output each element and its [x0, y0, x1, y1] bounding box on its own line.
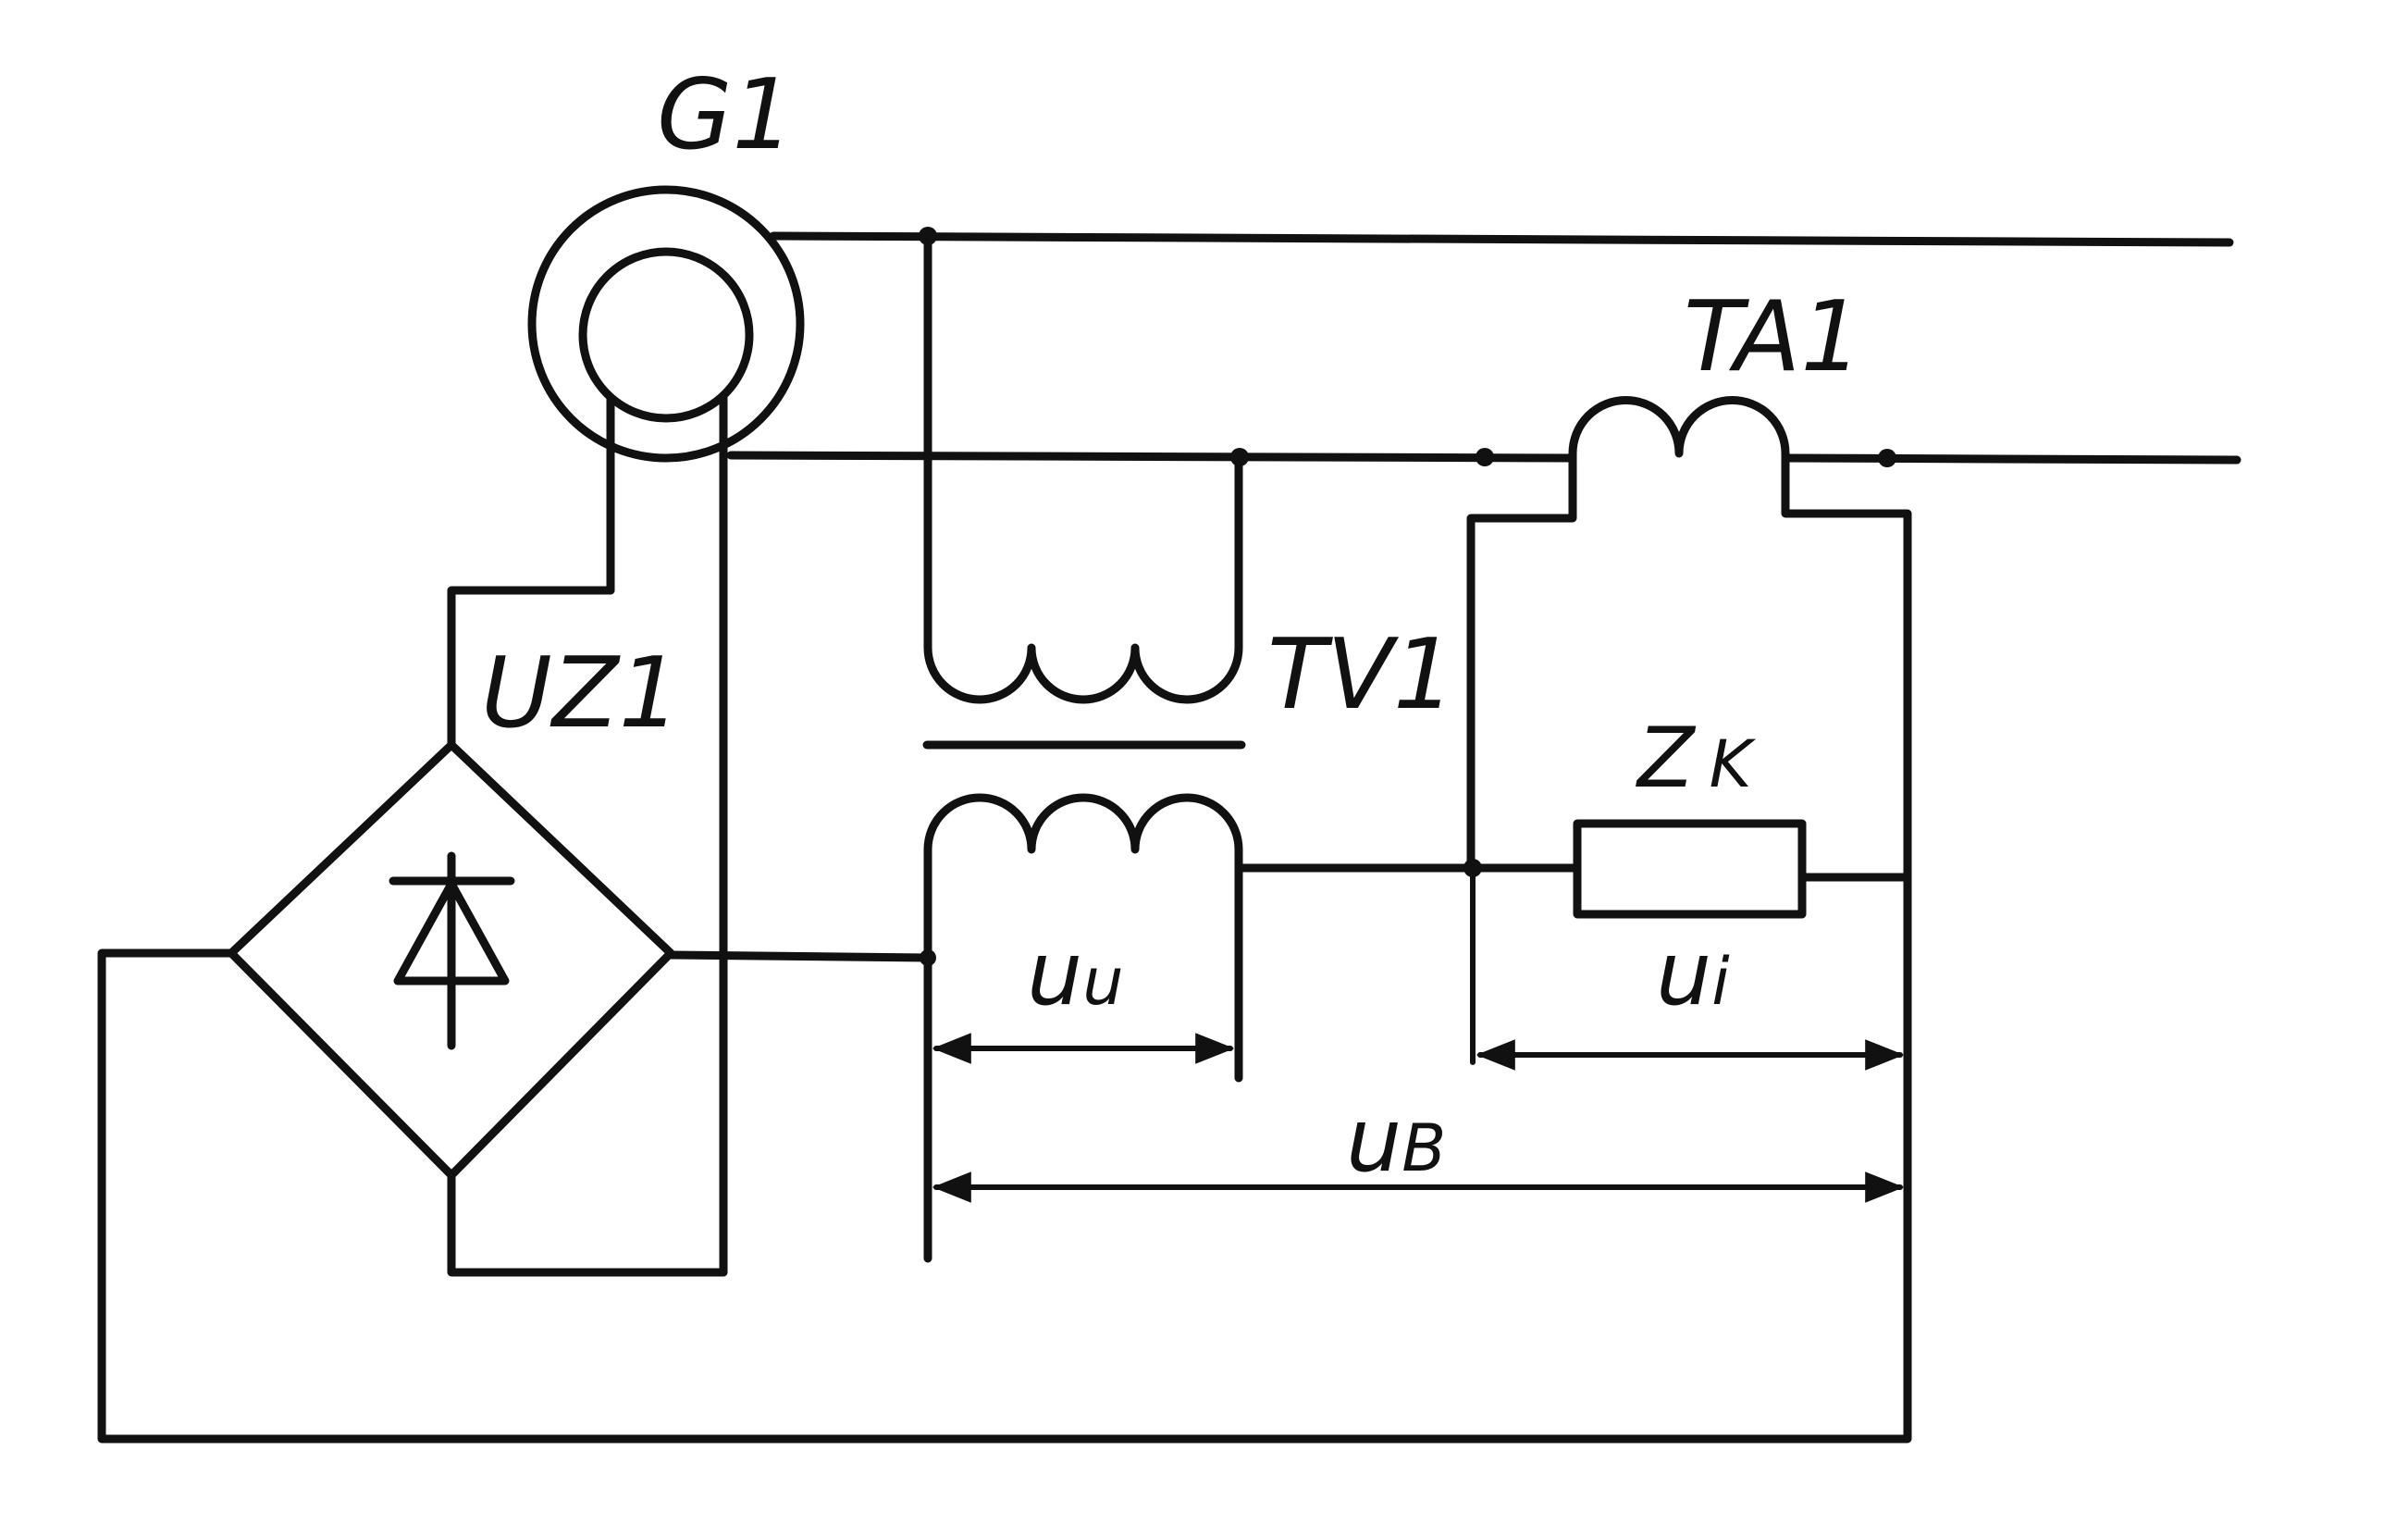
ui-label: ui — [1656, 923, 1730, 1025]
rectifier-bottom-lead — [447, 1171, 728, 1277]
node-bus-ta-right — [1878, 449, 1896, 467]
ta1-label: TA1 — [1684, 280, 1862, 393]
diode-symbol — [389, 851, 515, 1050]
bus-line-bottom-left — [726, 451, 1577, 463]
uz1-label: UZ1 — [481, 637, 681, 750]
rectifier-uz1 — [227, 586, 932, 1277]
zk-resistor — [1573, 819, 1807, 919]
ta1-secondary-lead-left — [1466, 455, 1577, 870]
tv1-label: TV1 — [1267, 618, 1455, 731]
rectifier-right-lead — [666, 950, 932, 962]
ta1-primary-coil — [1568, 396, 1790, 463]
uu-label: uu — [1027, 923, 1124, 1025]
generator-label: G1 — [657, 58, 794, 171]
bus-line-bottom-right — [1781, 453, 2241, 465]
generator-g1 — [527, 185, 805, 1277]
voltage-transformer-tv1 — [920, 231, 1477, 1263]
tv1-secondary-coil — [923, 793, 1243, 854]
bus-lines — [726, 227, 2241, 467]
generator-outer-circle — [527, 185, 805, 463]
node-bus-ta-left — [1476, 448, 1494, 466]
rectifier-top-lead — [447, 586, 615, 750]
current-transformer-ta1 — [97, 396, 1912, 1444]
bus-line-top — [769, 231, 2234, 247]
ub-label: uB — [1346, 1090, 1446, 1192]
impedance-zk — [1463, 819, 1912, 1065]
ta1-secondary-lead-right — [97, 455, 1912, 1444]
tv1-primary-coil — [923, 643, 1243, 704]
generator-inner-circle — [578, 247, 754, 423]
